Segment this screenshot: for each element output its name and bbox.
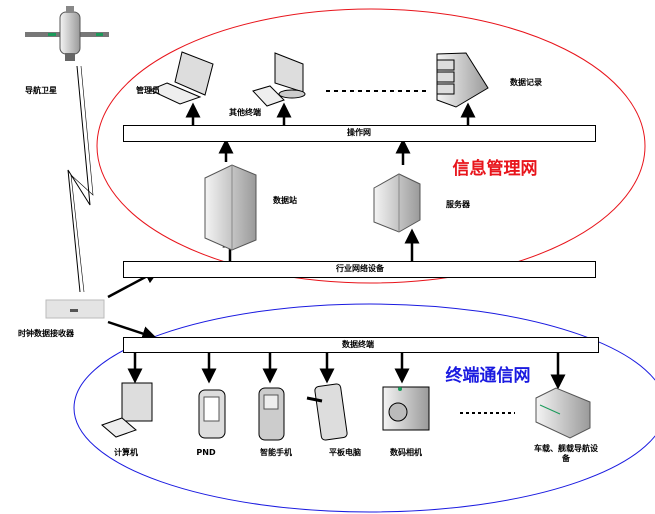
smartphone-icon (258, 387, 285, 441)
clock-receiver-label: 时钟数据接收器 (18, 329, 74, 338)
info-net-title: 信息管理网 (452, 159, 538, 179)
terminal-net-title: 终端通信网 (445, 366, 531, 386)
device-label-camera: 数码相机 (390, 448, 422, 457)
other-terminal-label: 其他终端 (229, 108, 261, 117)
terminal-net-ellipse (73, 303, 655, 513)
satellite-icon (25, 6, 109, 61)
ops-net-bar (123, 125, 596, 142)
monitor-icon (252, 52, 306, 107)
device-label-pnd: PND (196, 448, 216, 457)
device-label-computer: 计算机 (114, 448, 138, 457)
wireless-link-icon (67, 65, 91, 293)
clock-receiver-icon (45, 299, 105, 319)
data-station-icon (204, 164, 257, 251)
pnd-icon (198, 389, 226, 439)
vehicle-nav-device-icon (535, 387, 591, 439)
server-label: 服务器 (446, 200, 470, 209)
satellite-label: 导航卫星 (25, 86, 57, 95)
data-station-label: 数据站 (273, 196, 297, 205)
server-icon (373, 173, 421, 233)
admin-label: 管理员 (136, 86, 160, 95)
device-label-vehicle-nav: 车载、舰载导航设备 (534, 444, 598, 463)
data-terminal-label: 数据终端 (342, 340, 374, 349)
camera-icon (382, 386, 430, 431)
laptop-icon (148, 51, 214, 105)
computer-icon (101, 382, 153, 438)
data-terminal-bar (123, 337, 599, 353)
data-record-label: 数据记录 (510, 78, 542, 87)
tablet-icon (306, 383, 348, 441)
industry-net-label: 行业网络设备 (336, 264, 384, 273)
device-label-smartphone: 智能手机 (260, 448, 292, 457)
device-label-tablet: 平板电脑 (329, 448, 361, 457)
ops-net-label: 操作网 (347, 128, 371, 137)
info-net-ellipse (96, 8, 646, 284)
data-record-icon (436, 52, 489, 108)
industry-net-bar (123, 261, 596, 278)
